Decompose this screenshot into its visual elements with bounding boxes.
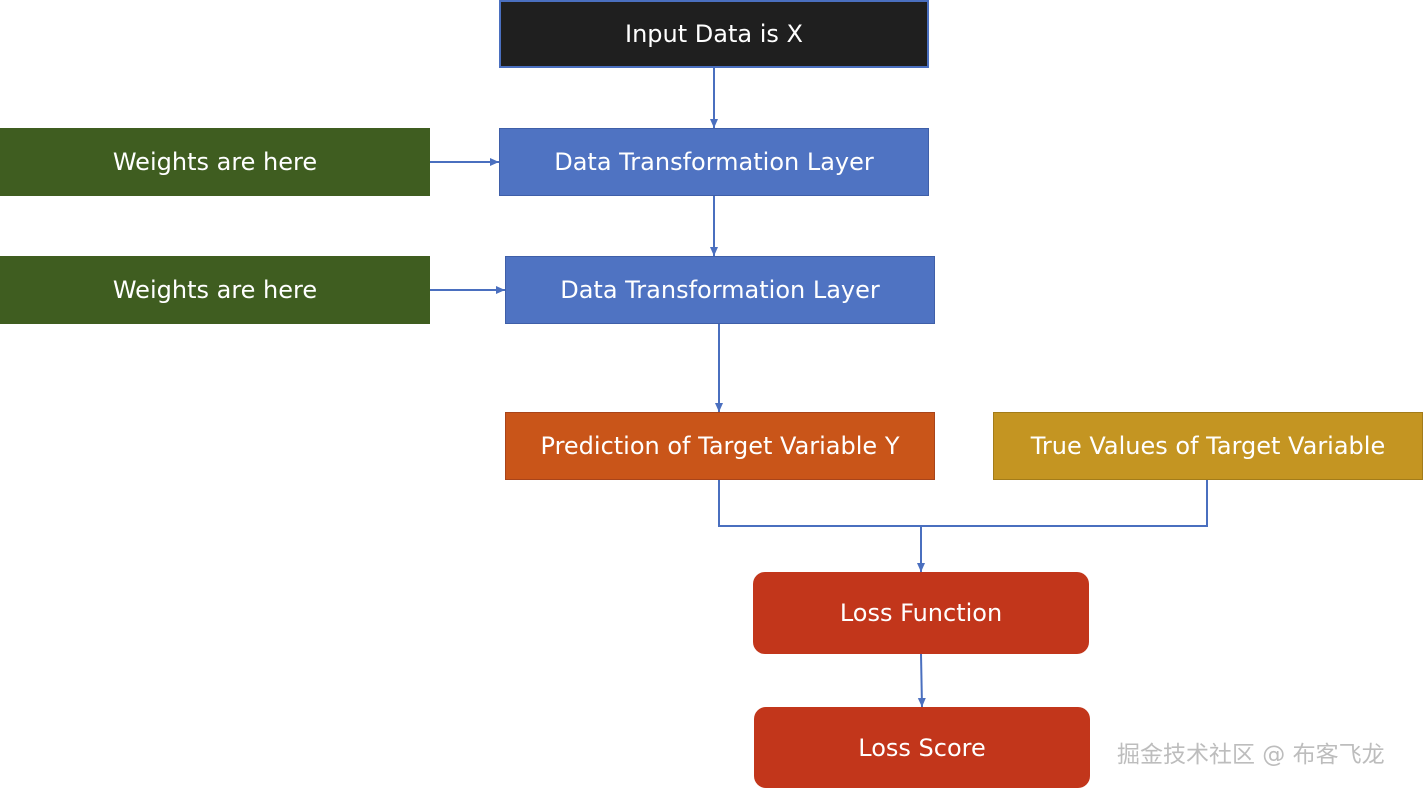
- input-data-label: Input Data is X: [625, 20, 803, 48]
- input-data-node: Input Data is X: [499, 0, 929, 68]
- prediction-label: Prediction of Target Variable Y: [540, 432, 900, 460]
- watermark: 掘金技术社区 @ 布客飞龙: [1117, 742, 1385, 768]
- connector-true-values-to-merge: [921, 480, 1208, 527]
- weights-node-2: Weights are here: [0, 256, 430, 324]
- prediction-node: Prediction of Target Variable Y: [505, 412, 935, 480]
- weights-node-1: Weights are here: [0, 128, 430, 196]
- loss-function-label: Loss Function: [839, 599, 1003, 627]
- data-transformation-layer-1-label: Data Transformation Layer: [554, 148, 874, 176]
- arrow-loss-function-to-loss-score: [917, 653, 926, 708]
- weights-node-1-label: Weights are here: [112, 148, 318, 176]
- loss-score-label: Loss Score: [858, 733, 986, 762]
- data-transformation-layer-1: Data Transformation Layer: [499, 128, 929, 196]
- data-transformation-layer-2: Data Transformation Layer: [505, 256, 935, 324]
- connector-prediction-to-merge: [718, 480, 921, 527]
- true-values-node: True Values of Target Variable: [993, 412, 1423, 480]
- weights-node-2-label: Weights are here: [112, 276, 318, 304]
- loss-function-node: Loss Function: [753, 572, 1089, 654]
- data-transformation-layer-2-label: Data Transformation Layer: [560, 276, 880, 304]
- loss-score-node: Loss Score: [754, 707, 1090, 788]
- true-values-label: True Values of Target Variable: [1030, 432, 1386, 460]
